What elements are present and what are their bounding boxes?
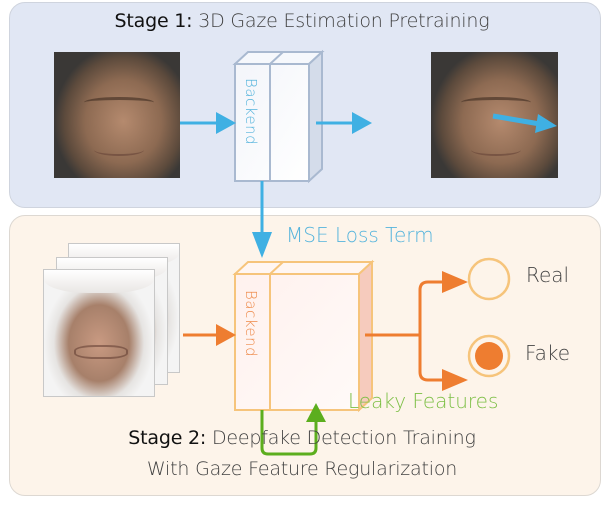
stage1-input-arrow [180,112,236,134]
fake-label: Fake [525,341,571,365]
stage2-title-bold: Stage 2: [128,427,207,449]
stage2-backend-label: Backend [242,290,260,357]
classification-branch-arrows [365,271,468,391]
real-label: Real [526,263,570,287]
stage1-backend-label: Backend [242,78,260,145]
stage1-title-bold: Stage 1: [114,10,193,32]
stage1-title-text: 3D Gaze Estimation Pretraining [192,10,490,32]
fake-output-circle-icon [467,334,511,378]
input-face-image [54,52,180,178]
gaze-direction-arrow-icon [492,113,557,133]
stage2-title: Stage 2: Deepfake Detection Training [0,427,604,449]
mse-loss-arrow [252,181,272,258]
fake-face-frame-front [43,269,155,397]
stage2-subtitle: With Gaze Feature Regularization [146,458,458,480]
leaky-features-arrow [260,403,326,456]
stage2-backend-block [232,259,375,413]
mse-loss-label: MSE Loss Term [286,223,434,247]
stage2-input-arrow [183,324,236,346]
real-output-circle-icon [467,257,511,301]
stage1-output-arrow [316,112,372,134]
stage2-title-text: Deepfake Detection Training [206,427,476,449]
leaky-features-label: Leaky Features [348,389,499,413]
stage1-title: Stage 1: 3D Gaze Estimation Pretraining [0,10,604,32]
stage1-backend-block [232,49,325,184]
